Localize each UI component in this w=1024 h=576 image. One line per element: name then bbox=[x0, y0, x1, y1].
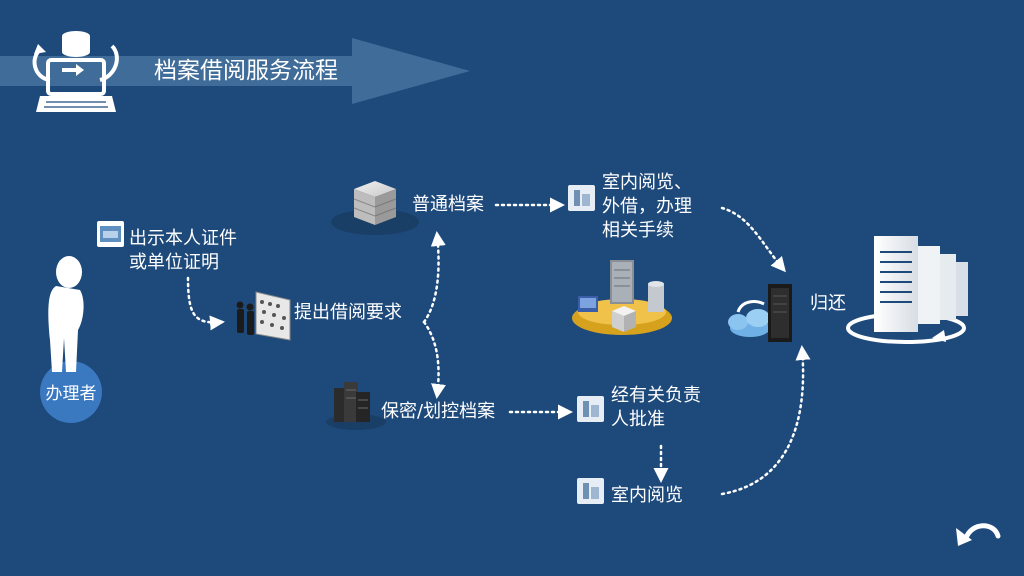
document-icon-reading-lend bbox=[568, 185, 595, 211]
step-return: 归还 bbox=[810, 293, 846, 314]
document-icon-approval bbox=[577, 396, 604, 422]
general-archive-stack-icon bbox=[331, 181, 419, 235]
step-show-id-line2: 或单位证明 bbox=[129, 252, 219, 273]
document-icon-reading-room bbox=[577, 478, 604, 504]
step-show-id: 出示本人证件 或单位证明 bbox=[129, 227, 237, 275]
connector-request-to-confidential bbox=[422, 320, 446, 399]
step-request: 提出借阅要求 bbox=[294, 302, 402, 323]
step-reading-lend-line2: 外借，办理 bbox=[602, 196, 692, 217]
actor-label: 办理者 bbox=[45, 384, 97, 404]
id-card-icon bbox=[97, 221, 124, 247]
page-title: 档案借阅服务流程 bbox=[154, 58, 338, 84]
connector-room-to-return bbox=[720, 345, 811, 496]
step-reading-room: 室内阅览 bbox=[611, 485, 683, 506]
title-banner-arrow bbox=[0, 38, 470, 104]
person-silhouette-icon bbox=[40, 256, 102, 423]
back-arrow-icon[interactable] bbox=[956, 523, 1001, 546]
step-confidential-archive: 保密/划控档案 bbox=[381, 401, 496, 422]
server-cluster-icon bbox=[572, 260, 672, 335]
step-show-id-line1: 出示本人证件 bbox=[129, 228, 237, 249]
connector-request-to-general bbox=[422, 231, 446, 324]
connector-id-to-request bbox=[186, 276, 225, 331]
step-reading-lend-line3: 相关手续 bbox=[602, 220, 674, 241]
flow-connectors bbox=[186, 197, 811, 496]
step-approval-line1: 经有关负责 bbox=[611, 385, 701, 406]
confidential-server-icon bbox=[326, 382, 386, 430]
computer-sync-icon bbox=[32, 31, 119, 112]
data-tower-icon bbox=[846, 236, 968, 344]
step-reading-lend-line1: 室内阅览、 bbox=[602, 172, 692, 193]
step-reading-lend: 室内阅览、 外借，办理 相关手续 bbox=[602, 171, 692, 243]
step-approval-line2: 人批准 bbox=[611, 409, 665, 430]
step-general-archive: 普通档案 bbox=[412, 194, 484, 215]
connector-reading-to-return bbox=[720, 206, 786, 273]
meeting-board-icon bbox=[236, 291, 291, 341]
step-approval: 经有关负责 人批准 bbox=[611, 384, 701, 432]
return-server-icon bbox=[728, 284, 792, 342]
